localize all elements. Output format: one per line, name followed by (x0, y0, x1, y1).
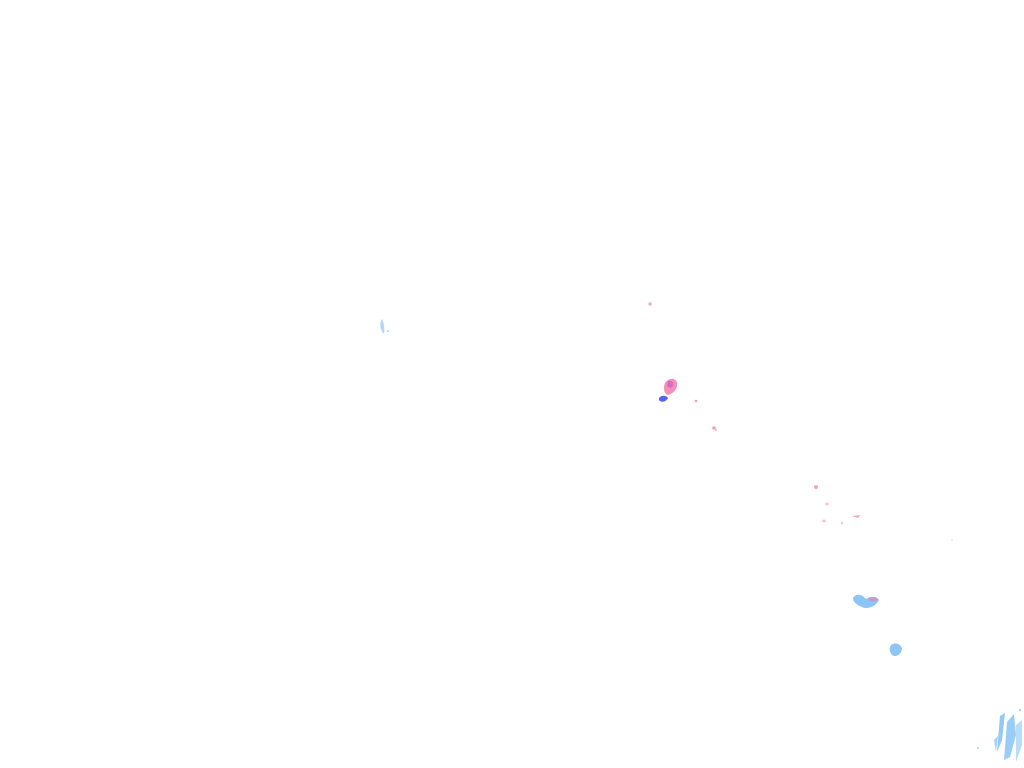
echo-cluster-edge (977, 708, 1022, 762)
echo-cluster-west (380, 319, 389, 334)
echo-cluster-southeast-pink (814, 485, 953, 541)
echo-cluster-southeast-blue (853, 594, 902, 657)
echo-cluster-center (648, 302, 717, 431)
